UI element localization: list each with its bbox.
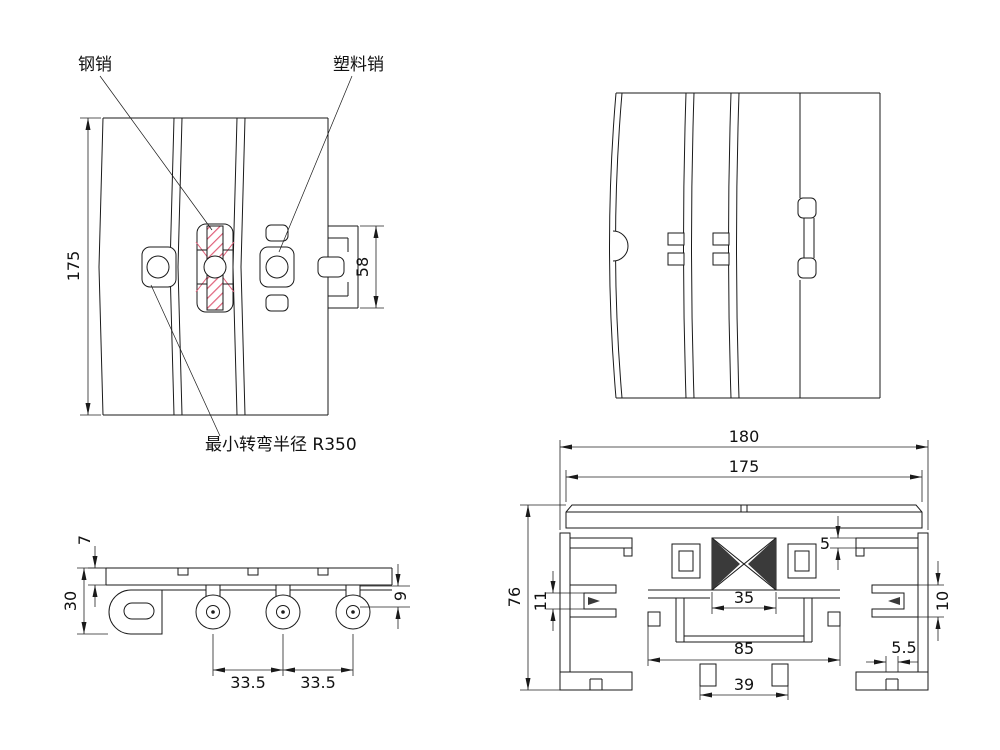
slot-marker <box>588 597 600 605</box>
dimension-pin-block-35: 35 <box>711 588 777 614</box>
dimension-channel-85: 85 <box>647 626 841 666</box>
plate-joint <box>247 567 259 576</box>
hinge-knuckle-left <box>141 246 177 288</box>
label-plastic-pin: 塑料销 <box>333 55 384 75</box>
dimension-plate-thickness-7: 7 <box>75 535 106 607</box>
dimension-rail-width-180: 180 <box>559 427 929 530</box>
dim-text-175: 175 <box>64 251 83 282</box>
retention-clip <box>797 197 817 279</box>
dimension-foot-span-39: 39 <box>699 675 789 700</box>
joint-notch <box>667 252 685 266</box>
dim-text-39: 39 <box>734 675 754 694</box>
dim-text-5: 5 <box>820 534 830 553</box>
dim-text-pitch-front: 33.5 <box>230 673 266 692</box>
dim-text-85: 85 <box>734 639 754 658</box>
dimension-foot-slot-5-5: 5.5 <box>866 638 918 672</box>
dim-text-76: 76 <box>505 587 524 607</box>
dim-text-7: 7 <box>75 535 94 545</box>
roller-2 <box>265 594 301 630</box>
guide-foot-left <box>699 663 717 687</box>
rail-right <box>855 532 929 691</box>
leader-min-radius <box>150 284 221 437</box>
dimension-wear-strip-5: 5 <box>820 516 856 570</box>
dimension-hinge-drop-9: 9 <box>360 564 410 629</box>
center-guide <box>647 537 841 687</box>
dim-text-58: 58 <box>353 257 372 277</box>
dim-text-180: 180 <box>729 427 760 446</box>
plate-joint <box>177 567 189 576</box>
view-top-plan-straight <box>609 92 881 399</box>
guide-foot-right <box>771 663 789 687</box>
dim-text-11: 11 <box>531 591 550 611</box>
plastic-pin <box>265 255 289 279</box>
roller-1 <box>195 594 231 630</box>
dim-text-5-5: 5.5 <box>891 638 916 657</box>
chain-plate-section <box>565 504 923 529</box>
dimension-plate-width-175: 175 <box>565 457 923 502</box>
dim-text-section-175: 175 <box>729 457 760 476</box>
leader-plastic-pin <box>278 75 353 253</box>
dimension-overall-width-175: 175 <box>64 117 101 416</box>
rail-left <box>559 532 633 691</box>
joint-notch <box>667 232 685 246</box>
hinge-eye-straight <box>612 230 629 262</box>
dimension-right-slot-10: 10 <box>918 561 952 641</box>
view-cross-section: 180 175 76 11 5 <box>505 427 952 700</box>
dim-text-30: 30 <box>61 591 80 611</box>
link-plate <box>108 589 163 635</box>
pin-cross-section <box>711 537 777 591</box>
plate-joint <box>317 567 329 576</box>
dim-text-35: 35 <box>734 588 754 607</box>
plastic-pin-assembly <box>259 224 295 312</box>
joint-notch <box>712 232 730 246</box>
view-top-plan-curved: 钢销 塑料销 最小转弯半径 R350 175 58 <box>64 55 384 455</box>
chain-left-edge <box>98 117 104 416</box>
dimension-pitch-33-5: 33.5 33.5 <box>212 634 354 692</box>
dimension-height-76: 76 <box>505 504 566 691</box>
label-min-turn-radius: 最小转弯半径 R350 <box>205 435 357 455</box>
view-side-elevation: 7 30 9 33.5 33.5 <box>61 535 410 692</box>
dimension-link-height-30: 30 <box>61 567 108 635</box>
label-steel-pin: 钢销 <box>78 55 112 75</box>
dimension-edge-module-58: 58 <box>353 225 384 309</box>
steel-pin-assembly <box>195 223 235 313</box>
dim-text-9: 9 <box>391 591 410 601</box>
leader-steel-pin <box>99 75 213 231</box>
joint-notch <box>712 252 730 266</box>
dim-text-pitch-rear: 33.5 <box>300 673 336 692</box>
dim-text-10: 10 <box>933 591 952 611</box>
roller-3 <box>335 594 371 630</box>
edge-bracket <box>317 225 359 309</box>
dimension-left-slot-11: 11 <box>531 571 584 631</box>
